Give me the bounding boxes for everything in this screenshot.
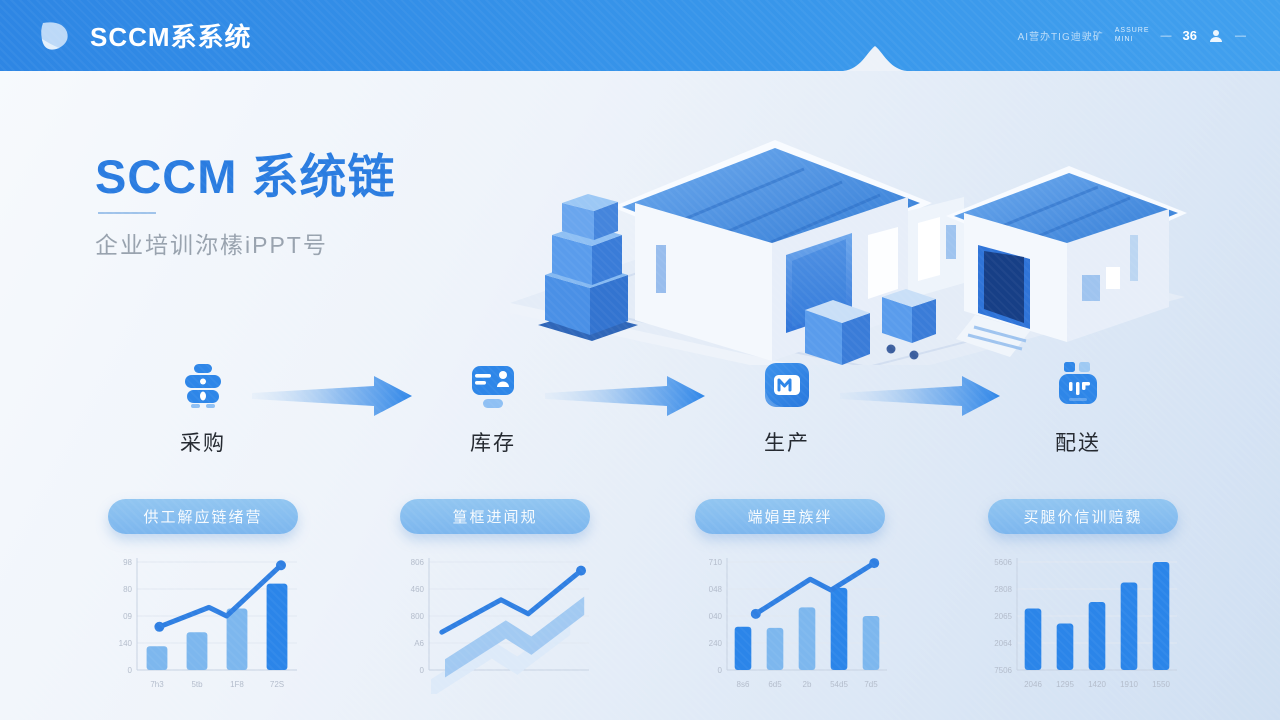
svg-text:6d5: 6d5 xyxy=(768,680,782,689)
inventory-icon xyxy=(472,366,514,408)
svg-text:710: 710 xyxy=(709,558,723,567)
page-subtitle: 企业培训沵榡iPPT号 xyxy=(95,232,328,258)
header-notch xyxy=(843,46,907,71)
warehouse-illustration xyxy=(510,140,1187,365)
header-bar: SCCM系系统 AI营办TIG迪驶矿 assure mini — 36 — xyxy=(0,0,1280,71)
brand-title: SCCM系系统 xyxy=(90,22,252,52)
pill-button-2[interactable]: 篁框进闻规 xyxy=(400,499,590,534)
svg-text:2808: 2808 xyxy=(994,585,1012,594)
svg-text:1550: 1550 xyxy=(1152,680,1170,689)
svg-text:54d5: 54d5 xyxy=(830,680,848,689)
svg-text:09: 09 xyxy=(123,612,132,621)
mini-chart-4: 5606 2808 2065 2064 7506 2046 1295 1420 1910 1550 xyxy=(983,552,1183,694)
header-meta-text: AI营办TIG迪驶矿 xyxy=(1017,32,1104,43)
svg-text:1910: 1910 xyxy=(1120,680,1138,689)
svg-text:806: 806 xyxy=(411,558,425,567)
svg-text:1295: 1295 xyxy=(1056,680,1074,689)
step-delivery: 配送 xyxy=(1008,360,1148,457)
step-procurement: 采购 xyxy=(133,360,273,457)
svg-text:72S: 72S xyxy=(270,680,284,689)
svg-text:1F8: 1F8 xyxy=(230,680,244,689)
svg-text:2065: 2065 xyxy=(994,612,1012,621)
svg-text:7d5: 7d5 xyxy=(864,680,878,689)
svg-text:7h3: 7h3 xyxy=(150,680,164,689)
svg-text:2064: 2064 xyxy=(994,639,1012,648)
step-label-procurement: 采购 xyxy=(180,432,226,455)
dash-separator-2: — xyxy=(1235,29,1246,42)
flow-arrow-3 xyxy=(840,376,1000,416)
pill-button-3[interactable]: 端娟里族绊 xyxy=(695,499,885,534)
svg-text:460: 460 xyxy=(411,585,425,594)
user-icon xyxy=(1210,29,1222,42)
delivery-icon xyxy=(1059,362,1097,404)
svg-text:140: 140 xyxy=(119,639,133,648)
svg-text:0: 0 xyxy=(718,666,723,675)
svg-text:80: 80 xyxy=(123,585,132,594)
svg-text:0: 0 xyxy=(420,666,425,675)
header-stat-line1: assure xyxy=(1114,27,1150,35)
svg-text:8s6: 8s6 xyxy=(737,680,750,689)
pill-button-1[interactable]: 供工解应链绪营 xyxy=(108,499,298,534)
svg-text:240: 240 xyxy=(709,639,723,648)
step-label-delivery: 配送 xyxy=(1055,432,1101,455)
page-title: SCCM 系统链 xyxy=(95,150,396,203)
production-icon xyxy=(765,363,809,407)
logo-icon xyxy=(41,21,68,50)
svg-text:A6: A6 xyxy=(414,639,424,648)
header-stat-line2: mini xyxy=(1114,35,1134,43)
svg-text:2b: 2b xyxy=(803,680,812,689)
step-production: 生产 xyxy=(717,360,857,457)
step-inventory: 库存 xyxy=(423,360,563,457)
svg-text:5tb: 5tb xyxy=(191,680,203,689)
header-stat: assure mini xyxy=(1115,27,1150,44)
header-right-group: AI营办TIG迪驶矿 assure mini — 36 — xyxy=(1018,0,1246,71)
svg-text:5606: 5606 xyxy=(994,558,1012,567)
svg-text:2046: 2046 xyxy=(1024,680,1042,689)
svg-text:0: 0 xyxy=(128,666,133,675)
svg-text:7506: 7506 xyxy=(994,666,1012,675)
flow-arrow-2 xyxy=(545,376,705,416)
svg-text:98: 98 xyxy=(123,558,132,567)
dash-separator: — xyxy=(1160,29,1172,42)
title-divider xyxy=(98,212,156,214)
svg-text:040: 040 xyxy=(709,612,723,621)
svg-text:048: 048 xyxy=(709,585,723,594)
step-label-production: 生产 xyxy=(764,432,810,455)
svg-text:800: 800 xyxy=(411,612,425,621)
step-label-inventory: 库存 xyxy=(470,432,516,455)
mini-chart-3: 710 048 040 240 0 8s6 6d5 2b 54d5 7d5 xyxy=(693,552,893,694)
svg-text:1420: 1420 xyxy=(1088,680,1106,689)
pill-button-4[interactable]: 买腿价信训赔魏 xyxy=(988,499,1178,534)
header-stat-value: 36 xyxy=(1182,28,1197,43)
mini-chart-1: 98 80 09 140 0 7h3 5tb 1F8 72S xyxy=(103,552,303,694)
procurement-icon xyxy=(185,364,221,408)
flow-arrow-1 xyxy=(252,376,412,416)
